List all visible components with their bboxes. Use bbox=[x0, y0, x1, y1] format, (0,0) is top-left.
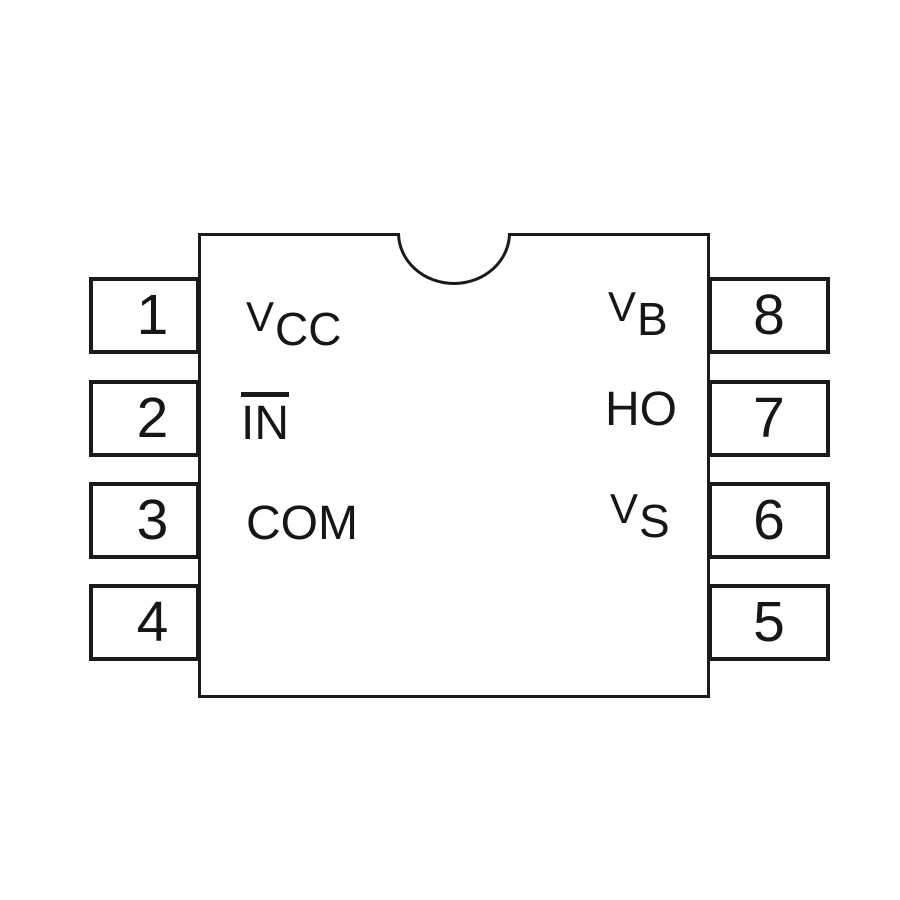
pin-label-ho-text: HO bbox=[605, 383, 677, 436]
pin-label-in-text: IN bbox=[241, 392, 289, 448]
pin-label-ho: HO bbox=[605, 386, 677, 434]
pin-number-4: 4 bbox=[136, 590, 169, 654]
ic-package-body bbox=[198, 233, 710, 698]
pin-label-vb-subscript: B bbox=[637, 293, 668, 345]
pin-label-vb-main: V bbox=[608, 283, 637, 330]
pin-number-3: 3 bbox=[136, 488, 169, 552]
pin-number-8: 8 bbox=[753, 283, 785, 347]
pin-label-vcc-subscript: CC bbox=[275, 303, 342, 355]
pin-label-vs: VS bbox=[610, 484, 670, 545]
pin-label-vcc-main: V bbox=[246, 293, 275, 340]
pin-box-7: 7 bbox=[708, 380, 830, 457]
pin-label-in: IN bbox=[241, 392, 289, 448]
pin-box-4: 4 bbox=[89, 584, 200, 661]
pin-number-5: 5 bbox=[753, 590, 785, 654]
pin-box-3: 3 bbox=[89, 482, 200, 559]
pin-label-vcc: VCC bbox=[246, 292, 341, 353]
pin-number-2: 2 bbox=[136, 386, 169, 450]
pin-label-vb: VB bbox=[608, 282, 668, 343]
index-notch bbox=[397, 233, 511, 285]
pin-number-6: 6 bbox=[753, 488, 785, 552]
pin-box-6: 6 bbox=[708, 482, 830, 559]
pin-label-vs-subscript: S bbox=[639, 495, 670, 547]
pin-label-vs-main: V bbox=[610, 485, 639, 532]
pin-box-8: 8 bbox=[708, 277, 830, 354]
pin-box-2: 2 bbox=[89, 380, 200, 457]
pin-box-1: 1 bbox=[89, 277, 200, 354]
pin-label-com: COM bbox=[246, 500, 358, 548]
pin-label-com-text: COM bbox=[246, 497, 358, 550]
pin-number-7: 7 bbox=[753, 386, 785, 450]
pin-box-5: 5 bbox=[708, 584, 830, 661]
pin-number-1: 1 bbox=[136, 283, 169, 347]
